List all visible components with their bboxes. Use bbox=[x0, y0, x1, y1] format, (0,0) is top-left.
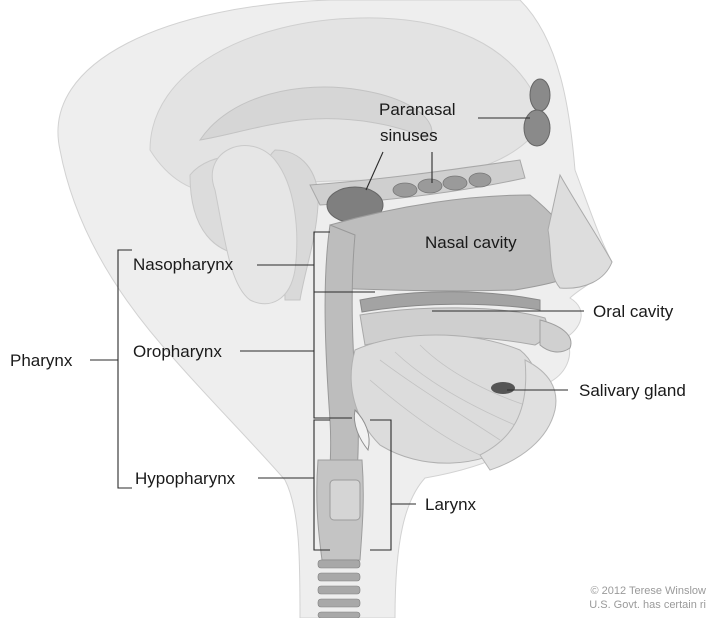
label-nasopharynx: Nasopharynx bbox=[133, 255, 234, 274]
label-salivary-gland: Salivary gland bbox=[579, 381, 686, 400]
frontal-sinus-lower bbox=[524, 110, 550, 146]
credit-line1: © 2012 Terese Winslow bbox=[590, 585, 706, 597]
label-paranasal-line1: Paranasal bbox=[379, 100, 456, 119]
larynx-cartilage bbox=[330, 480, 360, 520]
label-larynx: Larynx bbox=[425, 495, 477, 514]
label-paranasal-line2: sinuses bbox=[380, 126, 438, 145]
copyright-credit: © 2012 Terese Winslow U.S. Govt. has cer… bbox=[589, 585, 706, 611]
label-pharynx: Pharynx bbox=[10, 351, 73, 370]
label-oropharynx: Oropharynx bbox=[133, 342, 222, 361]
label-nasal-cavity: Nasal cavity bbox=[425, 233, 517, 252]
head-illustration bbox=[58, 0, 612, 618]
label-hypopharynx: Hypopharynx bbox=[135, 469, 236, 488]
frontal-sinus-upper bbox=[530, 79, 550, 111]
label-oral-cavity: Oral cavity bbox=[593, 302, 674, 321]
credit-line2: U.S. Govt. has certain ri bbox=[589, 599, 706, 611]
salivary-gland-duct bbox=[491, 382, 515, 394]
